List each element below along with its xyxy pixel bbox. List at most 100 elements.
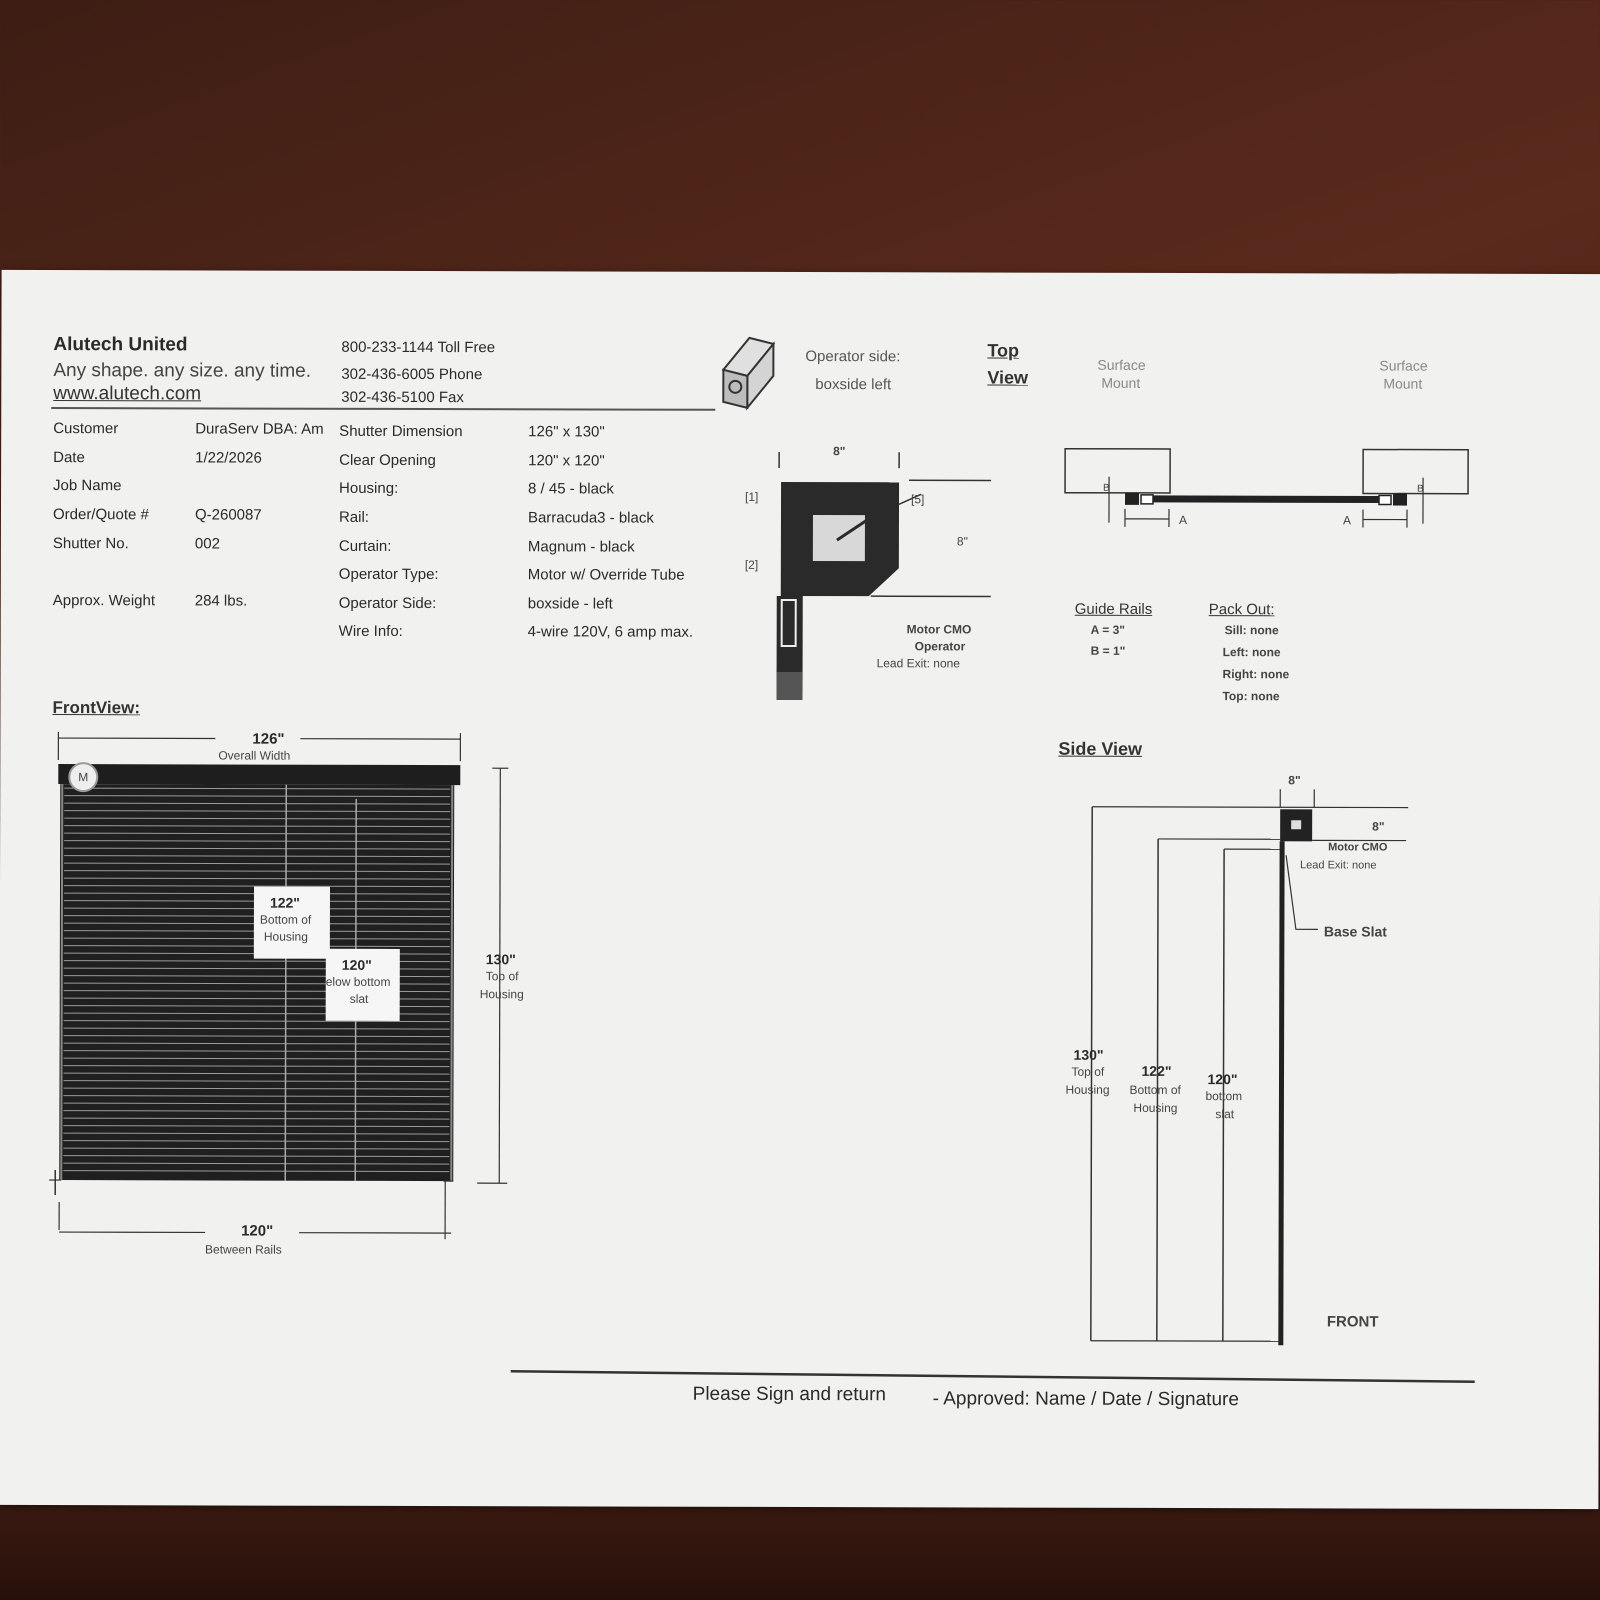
side-view-title: Side View	[1058, 738, 1143, 759]
curtain-slat	[63, 1102, 450, 1105]
curtain-slat	[63, 1042, 450, 1045]
info-value: 1/22/2026	[195, 449, 262, 467]
top-housing-label2: Housing	[479, 987, 524, 1002]
info-label: Approx. Weight	[52, 592, 156, 610]
side-top-label2: Housing	[1065, 1082, 1110, 1097]
top-housing-value: 130"	[485, 951, 516, 968]
spec-label: Wire Info:	[338, 622, 403, 640]
info-label: Shutter No.	[52, 535, 129, 553]
operator-dim-right: 8"	[956, 534, 968, 549]
between-rails-label: Between Rails	[205, 1242, 282, 1257]
spec-label: Operator Type:	[338, 565, 439, 584]
spec-label: Housing:	[339, 479, 399, 497]
curtain-slat	[63, 1065, 450, 1068]
curtain-slat	[63, 1110, 450, 1113]
curtain-slat	[64, 817, 451, 820]
toll-free: 800-233-1144 Toll Free	[341, 338, 496, 357]
curtain-slat	[64, 862, 451, 865]
spec-value: 4-wire 120V, 6 amp max.	[527, 623, 694, 641]
operator-dim-top: 8"	[833, 444, 846, 459]
phone: 302-436-6005 Phone	[341, 365, 483, 384]
surface-right-2: Mount	[1383, 375, 1423, 392]
curtain-slat	[64, 870, 451, 873]
spec-value: 126" x 130"	[528, 423, 605, 441]
side-top-label1: Top of	[1071, 1064, 1105, 1079]
spec-value: boxside - left	[527, 595, 613, 613]
info-value: 284 lbs.	[194, 592, 248, 610]
curtain-slat	[64, 885, 451, 888]
operator-side-title: Operator side:	[805, 348, 901, 366]
curtain-slat	[64, 810, 451, 813]
side-dim-top: 8"	[1288, 773, 1301, 788]
pack-out-title: Pack Out:	[1208, 601, 1275, 619]
top-view-letter-b-right: B	[1417, 483, 1424, 495]
please-sign-text: Please Sign and return	[692, 1383, 887, 1406]
spec-value: 8 / 45 - black	[528, 480, 614, 498]
bottom-housing-label1: Bottom of	[259, 912, 312, 927]
surface-left-2: Mount	[1101, 374, 1141, 391]
curtain-slat	[64, 832, 451, 835]
below-slat-value: 120"	[341, 956, 372, 973]
curtain-slat	[64, 795, 451, 798]
spec-label: Curtain:	[338, 537, 392, 555]
top-view-letter-a-left: A	[1178, 512, 1188, 528]
side-slat-label1: bottom	[1205, 1089, 1243, 1104]
top-view-letter-a-right: A	[1342, 513, 1352, 528]
top-view-title-1: Top	[987, 340, 1020, 361]
side-slat-label2: slat	[1215, 1107, 1235, 1122]
side-slat-value: 120"	[1207, 1071, 1238, 1088]
bottom-housing-box: 122" Bottom of Housing	[253, 886, 331, 959]
front-view-drawing	[49, 732, 509, 1240]
info-label: Date	[53, 449, 85, 467]
side-dim-right: 8"	[1372, 819, 1385, 834]
spec-label: Clear Opening	[339, 451, 436, 470]
company-website[interactable]: www.alutech.com	[53, 383, 202, 405]
side-bottom-label1: Bottom of	[1129, 1082, 1181, 1097]
curtain-slat	[63, 1155, 450, 1158]
operator-label-2: [2]	[744, 557, 759, 572]
info-value: Q-260087	[194, 506, 262, 524]
pack-top: Top: none	[1222, 689, 1280, 704]
side-view-drawing	[1090, 789, 1409, 1346]
spec-value: Magnum - black	[527, 538, 635, 556]
curtain-slat	[63, 1080, 450, 1083]
curtain-slat	[64, 825, 451, 828]
curtain-slat	[64, 802, 451, 805]
motor-badge-icon: M	[68, 762, 99, 793]
wood-table-bottom	[0, 1505, 1600, 1600]
spec-label: Shutter Dimension	[339, 422, 463, 441]
side-top-value: 130"	[1073, 1046, 1104, 1063]
pack-left: Left: none	[1222, 645, 1281, 660]
below-slat-label1: elow bottom	[325, 974, 391, 989]
front-label: FRONT	[1326, 1313, 1379, 1331]
below-slat-label2: slat	[349, 991, 369, 1006]
info-label: Order/Quote #	[52, 506, 149, 524]
info-label: Job Name	[53, 477, 122, 495]
guide-rails-a: A = 3"	[1090, 622, 1125, 637]
curtain-slat	[63, 1095, 450, 1098]
curtain-slat	[63, 1072, 450, 1075]
guide-rails-title: Guide Rails	[1074, 600, 1153, 618]
fax: 302-436-5100 Fax	[341, 388, 464, 407]
surface-right-1: Surface	[1379, 357, 1428, 374]
company-name: Alutech United	[53, 334, 188, 356]
operator-motor-line1: Motor CMO	[906, 622, 972, 637]
surface-left-1: Surface	[1097, 356, 1146, 373]
operator-label-1: [1]	[745, 489, 759, 504]
base-slat-label: Base Slat	[1323, 923, 1387, 940]
pack-sill: Sill: none	[1224, 623, 1279, 638]
curtain-slat	[63, 1117, 450, 1120]
guide-rails-b: B = 1"	[1090, 643, 1126, 658]
bottom-housing-label2: Housing	[263, 929, 308, 944]
approved-signature-text[interactable]: - Approved: Name / Date / Signature	[932, 1388, 1239, 1411]
bottom-housing-value: 122"	[269, 894, 300, 911]
side-lead-exit: Lead Exit: none	[1300, 859, 1377, 872]
curtain-slat	[63, 1140, 450, 1143]
curtain-slats	[63, 787, 451, 1173]
info-value: DuraServ DBA: Am	[195, 420, 324, 438]
curtain-slat	[63, 1162, 450, 1165]
curtain-slat	[63, 1050, 450, 1053]
spec-value: Barracuda3 - black	[527, 509, 654, 527]
overall-width-value: 126"	[252, 730, 285, 748]
curtain-slat	[63, 1027, 450, 1030]
